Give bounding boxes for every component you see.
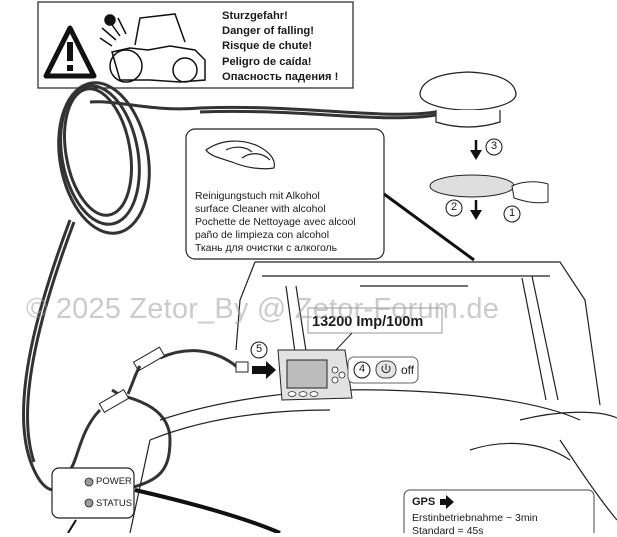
gps-antenna — [419, 71, 517, 128]
gps-standard: Standard = 45s — [412, 525, 484, 537]
callout-leader — [383, 192, 475, 262]
adhesive-pad — [429, 174, 549, 204]
step-3-arrow — [470, 138, 503, 160]
cleaning-line-de: Reinigungstuch mit Alkohol — [195, 191, 320, 202]
gps-module-box — [51, 467, 135, 519]
cleaning-text: Reinigungstuch mit Alkohol surface Clean… — [195, 190, 356, 255]
cleaning-line-ru: Ткань для очистки с алкоголь — [195, 243, 338, 255]
warning-line-en: Danger of falling! — [222, 25, 314, 38]
display-terminal — [277, 349, 353, 401]
step-1-2-arrows — [445, 199, 521, 223]
watermark: © 2025 Zetor_By @ Zetor-Forum.de — [26, 293, 500, 325]
off-label: off — [401, 363, 415, 377]
step-1-number: 1 — [508, 207, 516, 219]
warning-text: Sturzgefahr! Danger of falling! Risque d… — [222, 9, 338, 85]
warning-line-ru: Опасность падения ! — [222, 70, 339, 83]
falling-person-tractor-icon — [99, 13, 206, 83]
antenna-cable — [22, 81, 437, 492]
cleaning-line-es: paño de limpieza con alcohol — [195, 230, 330, 242]
step-5-number: 5 — [255, 343, 263, 355]
warning-line-de: Sturzgefahr! — [222, 10, 288, 22]
step-4-number: 4 — [358, 363, 366, 375]
impulse-callout — [307, 307, 443, 334]
gps-arrow-icon — [440, 495, 454, 509]
gps-first-start: Erstinbetriebnahme ~ 3min — [412, 512, 538, 524]
power-led-icon — [84, 477, 94, 487]
gps-title: GPS — [412, 496, 436, 508]
step-2-number: 2 — [450, 201, 458, 213]
warning-line-fr: Risque de chute! — [222, 40, 313, 53]
status-label: STATUS — [96, 498, 133, 509]
impulse-value: 13200 Imp/100m — [312, 314, 424, 330]
cleaning-cloth-icon — [205, 140, 275, 170]
cleaning-line-fr: Pochette de Nettoyage avec alcool — [195, 217, 356, 229]
step-5-arrow — [250, 341, 276, 379]
power-label: POWER — [96, 476, 132, 487]
warning-line-es: Peligro de caída! — [222, 55, 312, 68]
cleaning-line-en: surface Cleaner with alcohol — [195, 204, 326, 216]
step-3-number: 3 — [490, 140, 498, 152]
tractor-cab — [129, 261, 617, 533]
sensor-connectors — [68, 346, 249, 471]
status-led-icon — [84, 498, 94, 508]
warning-triangle-icon — [43, 25, 97, 79]
